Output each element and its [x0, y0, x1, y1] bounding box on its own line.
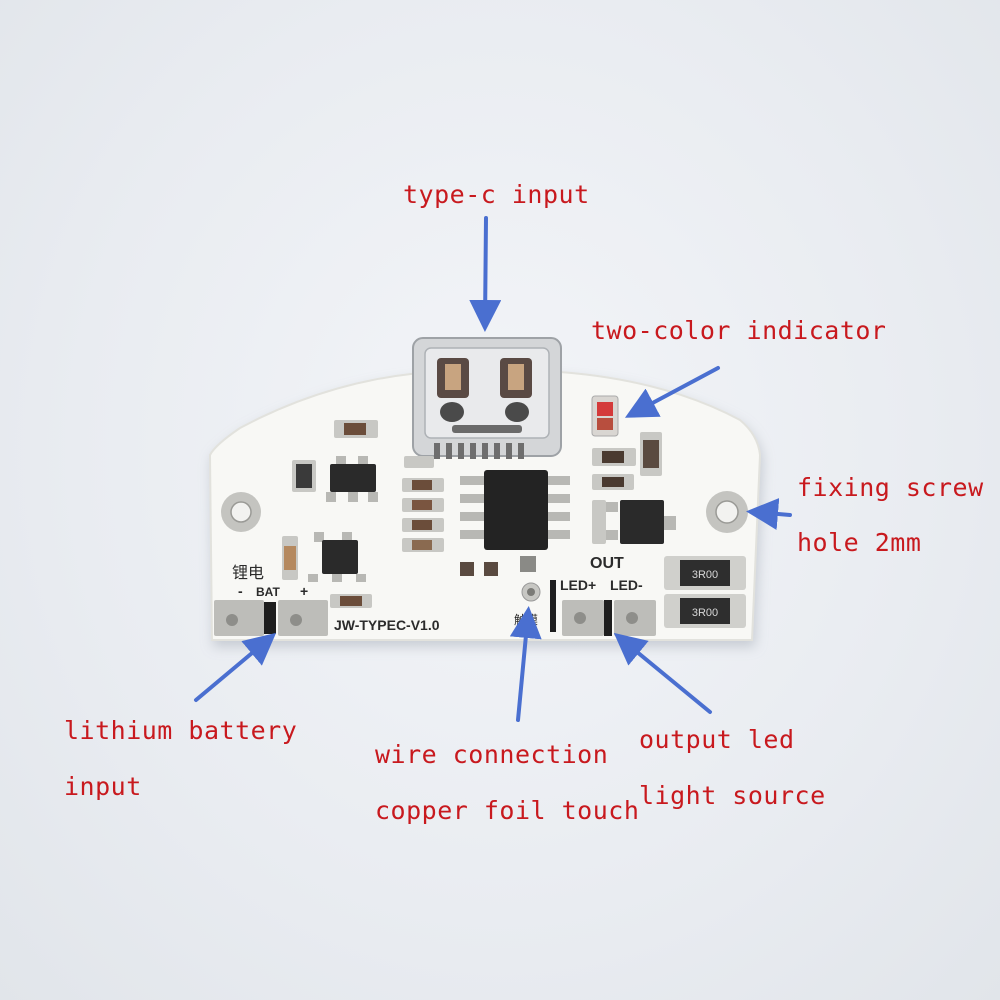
mounting-hole-right — [706, 491, 748, 533]
li-battery-cn-silk: 锂电 — [232, 564, 264, 582]
transistor-top-left — [326, 456, 378, 502]
label-output-line1: output led — [639, 725, 795, 754]
arrow-battery — [194, 632, 277, 702]
smd-cap-center-1 — [460, 562, 474, 576]
label-battery-line2: input — [64, 772, 142, 801]
annotation-arrows — [194, 216, 792, 722]
power-resistor-top: 3R00 — [664, 556, 746, 590]
label-wire-line2: copper foil touch — [375, 796, 640, 825]
resistor-code-1: 3R00 — [692, 569, 718, 581]
label-screw-line1: fixing screw — [797, 473, 984, 502]
label-output-line2: light source — [639, 781, 826, 810]
main-ic-chip — [460, 470, 570, 550]
label-indicator: two-color indicator — [591, 316, 887, 345]
plus-silk: + — [300, 583, 308, 599]
label-typec: type-c input — [403, 180, 590, 209]
arrow-output — [613, 632, 712, 714]
power-resistor-bottom: 3R00 — [664, 594, 746, 628]
arrow-typec — [469, 216, 502, 332]
battery-pad-minus — [214, 600, 264, 636]
transistor-right — [604, 500, 676, 544]
smd-cap-center-2 — [484, 562, 498, 576]
arrow-touch — [509, 606, 542, 722]
smd-components-left — [402, 456, 444, 552]
resistor-code-2: 3R00 — [692, 607, 718, 619]
arrow-indicator — [624, 366, 720, 418]
label-battery-line1: lithium battery — [64, 716, 298, 745]
transistor-bottom-left — [308, 532, 366, 582]
two-color-led — [591, 395, 619, 437]
arrow-screw — [746, 498, 792, 530]
usb-c-connector — [412, 337, 562, 459]
label-screw-line2: hole 2mm — [797, 528, 922, 557]
label-wire-line1: wire connection — [375, 740, 609, 769]
minus-silk: - — [238, 583, 243, 599]
led-plus-silk: LED+ — [560, 577, 596, 593]
bat-silk: BAT — [256, 585, 280, 599]
mounting-hole-left — [221, 492, 261, 532]
led-plus-pad — [562, 600, 604, 636]
battery-pad-plus — [278, 600, 328, 636]
led-minus-silk: LED- — [610, 577, 643, 593]
out-silk: OUT — [590, 555, 624, 572]
board-name-silk: JW-TYPEC-V1.0 — [334, 617, 440, 633]
led-minus-pad — [614, 600, 656, 636]
smd-resistor-right-3 — [592, 500, 606, 544]
